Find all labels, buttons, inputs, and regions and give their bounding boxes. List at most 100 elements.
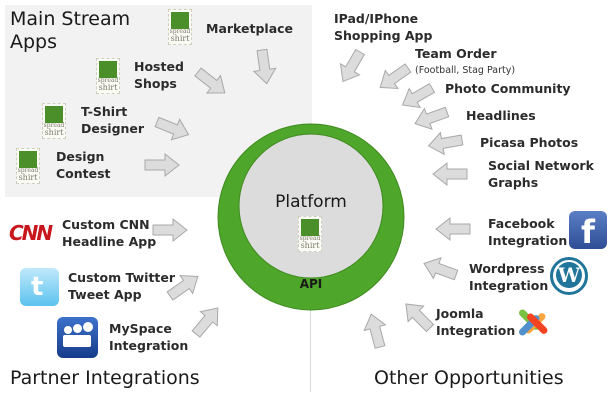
arrow-social-network [432, 162, 468, 186]
app-label: T-Shirt [81, 104, 128, 119]
spreadshirt-logo: spread shirt [168, 9, 192, 45]
logo-text: spread [299, 235, 321, 242]
opportunity-label: Social Network [488, 158, 594, 173]
arrow-photo-community [396, 77, 438, 116]
arrow-design-contest [144, 153, 180, 177]
opportunity-label: Integration [469, 278, 549, 293]
heart-icon [171, 12, 189, 29]
platform-title: Platform [275, 192, 347, 212]
opportunity-label: Wordpress [469, 261, 545, 276]
opportunity-social-network-graphs[interactable]: Social Network Graphs [488, 157, 594, 191]
divider-line [310, 300, 311, 392]
spreadshirt-logo: spread shirt [298, 216, 322, 252]
opportunity-picasa-photos[interactable]: Picasa Photos [480, 134, 578, 151]
twitter-logo: t [20, 268, 59, 306]
opportunity-ipad-iphone[interactable]: IPad/IPhone Shopping App [334, 10, 432, 44]
app-marketplace[interactable]: Marketplace [206, 20, 293, 37]
myspace-dot [73, 324, 82, 333]
logo-text: spread [97, 77, 119, 84]
partner-twitter[interactable]: Custom Twitter Tweet App [68, 269, 175, 303]
spreadshirt-logo: spread shirt [42, 103, 66, 139]
arrow-facebook [435, 217, 471, 241]
app-label: Design [56, 149, 105, 164]
platform-core [238, 133, 384, 279]
heart-icon [45, 106, 63, 123]
logo-text: shirt [98, 83, 118, 92]
arrow-ipad [332, 46, 371, 88]
opportunity-label: Picasa Photos [480, 135, 579, 150]
heart-icon [99, 61, 117, 78]
opportunity-label: IPad/IPhone [334, 11, 419, 26]
opportunity-photo-community[interactable]: Photo Community [445, 80, 571, 97]
app-label: Contest [56, 166, 111, 181]
partner-label: Custom Twitter [68, 270, 176, 285]
logo-text: spread [17, 167, 39, 174]
opportunity-facebook[interactable]: Facebook Integration [488, 215, 567, 249]
spreadshirt-logo: spread shirt [96, 58, 120, 94]
arrow-wordpress [419, 252, 461, 286]
opportunity-label: Integration [488, 233, 568, 248]
opportunity-team-order[interactable]: Team Order (Football, Stag Party) [415, 45, 515, 79]
twitter-t-icon: t [31, 272, 44, 302]
opportunity-joomla[interactable]: Joomla Integration [436, 305, 515, 339]
partner-cnn[interactable]: Custom CNN Headline App [62, 216, 156, 250]
app-tshirt-designer[interactable]: T-Shirt Designer [81, 103, 144, 137]
facebook-f-icon: f [581, 213, 595, 251]
partner-label: Headline App [62, 234, 157, 249]
app-label: Designer [81, 121, 145, 136]
myspace-dot [64, 326, 72, 334]
section-title-other: Other Opportunities [374, 367, 564, 389]
partner-myspace[interactable]: MySpace Integration [109, 320, 188, 354]
opportunity-sublabel: (Football, Stag Party) [415, 65, 516, 76]
logo-text: shirt [300, 241, 320, 250]
opportunity-label: Joomla [436, 306, 484, 321]
app-hosted-shops[interactable]: Hosted Shops [134, 58, 184, 92]
joomla-logo [516, 301, 556, 341]
partner-label: Integration [109, 338, 189, 353]
section-title-line: Main Stream [10, 8, 131, 30]
opportunity-headlines[interactable]: Headlines [466, 107, 536, 124]
app-label: Shops [134, 76, 177, 91]
arrow-joomla [397, 295, 439, 337]
partner-label: MySpace [109, 321, 172, 336]
arrow-picasa [426, 128, 465, 158]
section-title-line: Apps [10, 31, 58, 53]
myspace-dot [83, 322, 93, 332]
app-design-contest[interactable]: Design Contest [56, 148, 111, 182]
cnn-logo: CNN [9, 221, 53, 245]
arrow-myspace [187, 300, 227, 342]
opportunity-label: Facebook [488, 216, 555, 231]
arrow-hosted-shops [190, 62, 233, 103]
myspace-body [63, 335, 91, 347]
opportunity-label: Integration [436, 323, 516, 338]
arrow-other-bottom [360, 310, 392, 351]
section-title-main-stream: Main Stream Apps [10, 8, 130, 54]
opportunity-label: Headlines [466, 108, 536, 123]
partner-label: Custom CNN [62, 217, 150, 232]
section-title-partner: Partner Integrations [10, 367, 200, 389]
app-label: Hosted [134, 59, 184, 74]
opportunity-label: Team Order [415, 46, 497, 61]
logo-text: shirt [44, 128, 64, 137]
logo-text: spread [43, 122, 65, 129]
partner-label: Tweet App [68, 287, 142, 302]
myspace-logo [57, 317, 98, 358]
opportunity-wordpress[interactable]: Wordpress Integration [469, 260, 548, 294]
opportunity-label: Graphs [488, 175, 539, 190]
heart-icon [19, 151, 37, 168]
app-label: Marketplace [206, 21, 294, 36]
arrow-tshirt-designer [152, 111, 194, 146]
wordpress-w-icon: W [556, 262, 582, 288]
arrow-marketplace [250, 47, 279, 86]
wordpress-logo: W [550, 257, 588, 295]
logo-text: shirt [18, 173, 38, 182]
api-label: API [299, 277, 323, 291]
heart-icon [301, 219, 319, 236]
arrow-cnn [152, 218, 188, 242]
logo-text: spread [169, 28, 191, 35]
opportunity-label: Photo Community [445, 81, 571, 96]
spreadshirt-logo: spread shirt [16, 148, 40, 184]
opportunity-label: Shopping App [334, 28, 433, 43]
facebook-logo: f [569, 211, 607, 251]
logo-text: shirt [170, 34, 190, 43]
